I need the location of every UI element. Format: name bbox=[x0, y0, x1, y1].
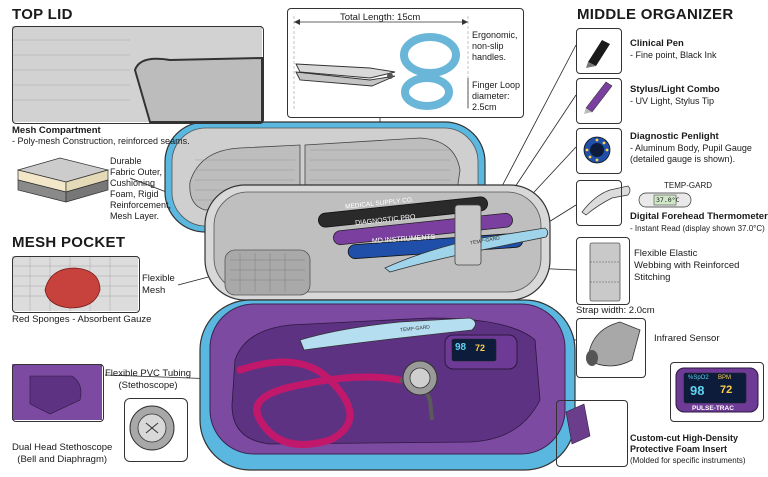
heading-top-lid: TOP LID bbox=[12, 6, 73, 23]
stylus-desc: - UV Light, Stylus Tip bbox=[630, 96, 715, 106]
bottom-tray bbox=[199, 299, 576, 471]
stylus-title: Stylus/Light Combo bbox=[630, 84, 720, 95]
oximeter-spo2-value: 98 bbox=[690, 383, 705, 398]
infrared-label: Infrared Sensor bbox=[654, 333, 720, 344]
scissors-box bbox=[287, 8, 524, 118]
thermo-brand: TEMP-GARD bbox=[664, 181, 712, 190]
foam-cutout-image bbox=[12, 364, 104, 422]
left-thumbnails bbox=[12, 26, 263, 451]
mesh-compartment-title: Mesh Compartment bbox=[12, 125, 101, 136]
foam-insert-image bbox=[556, 400, 628, 467]
infrared-sensor-image bbox=[576, 318, 646, 378]
thermo-desc: - Instant Read (display shown 37.0°C) bbox=[630, 224, 765, 233]
tray-oximeter-spo2: 98 bbox=[455, 342, 467, 353]
clinical-pen-title: Clinical Pen bbox=[630, 38, 684, 49]
clinical-pen-image bbox=[576, 28, 622, 74]
strap-width-label: Strap width: 2.0cm bbox=[576, 305, 655, 316]
mesh-compartment-image bbox=[12, 26, 264, 124]
oximeter-brand: PULSE-TRAC bbox=[692, 405, 734, 412]
oximeter-bpm-label: BPM bbox=[718, 375, 732, 381]
penlight-image bbox=[576, 128, 622, 174]
stethoscope-head-image bbox=[124, 398, 188, 462]
mesh-compartment-desc: - Poly-mesh Construction, reinforced sea… bbox=[12, 136, 190, 146]
scissors bbox=[293, 16, 469, 110]
right-thumbnails bbox=[565, 40, 759, 445]
stylus-image bbox=[576, 78, 622, 124]
heading-middle-organizer: MIDDLE ORGANIZER bbox=[577, 6, 734, 23]
thermo-title: Digital Forehead Thermometer bbox=[630, 211, 768, 222]
oximeter-spo2-label: %SpO2 bbox=[688, 375, 709, 381]
penlight-desc: - Aluminum Body, Pupil Gauge(detailed ga… bbox=[630, 143, 752, 164]
pvc-tubing-label: Flexible PVC Tubing(Stethoscope) bbox=[105, 368, 192, 391]
red-sponges-label: Red Sponges - Absorbent Gauze bbox=[12, 314, 152, 325]
dual-head-label: Dual Head Stethoscope(Bell and Diaphragm… bbox=[12, 442, 113, 465]
oximeter-bpm-value: 72 bbox=[720, 384, 733, 396]
webbing-image bbox=[576, 237, 630, 305]
penlight-title: Diagnostic Penlight bbox=[630, 131, 719, 142]
heading-mesh-pocket: MESH POCKET bbox=[12, 234, 126, 251]
tray-oximeter-bpm: 72 bbox=[475, 343, 486, 353]
middle-organizer bbox=[204, 184, 551, 301]
clinical-pen-desc: - Fine point, Black Ink bbox=[630, 50, 717, 60]
oximeter-image bbox=[670, 362, 764, 422]
mesh-pocket-image bbox=[12, 256, 140, 313]
thermo-display: 37.0°C bbox=[656, 196, 680, 204]
total-length-label: Total Length: 15cm bbox=[340, 12, 421, 23]
thermometer-image bbox=[576, 180, 622, 226]
foam-insert-desc: (Molded for specific instruments) bbox=[630, 456, 746, 465]
